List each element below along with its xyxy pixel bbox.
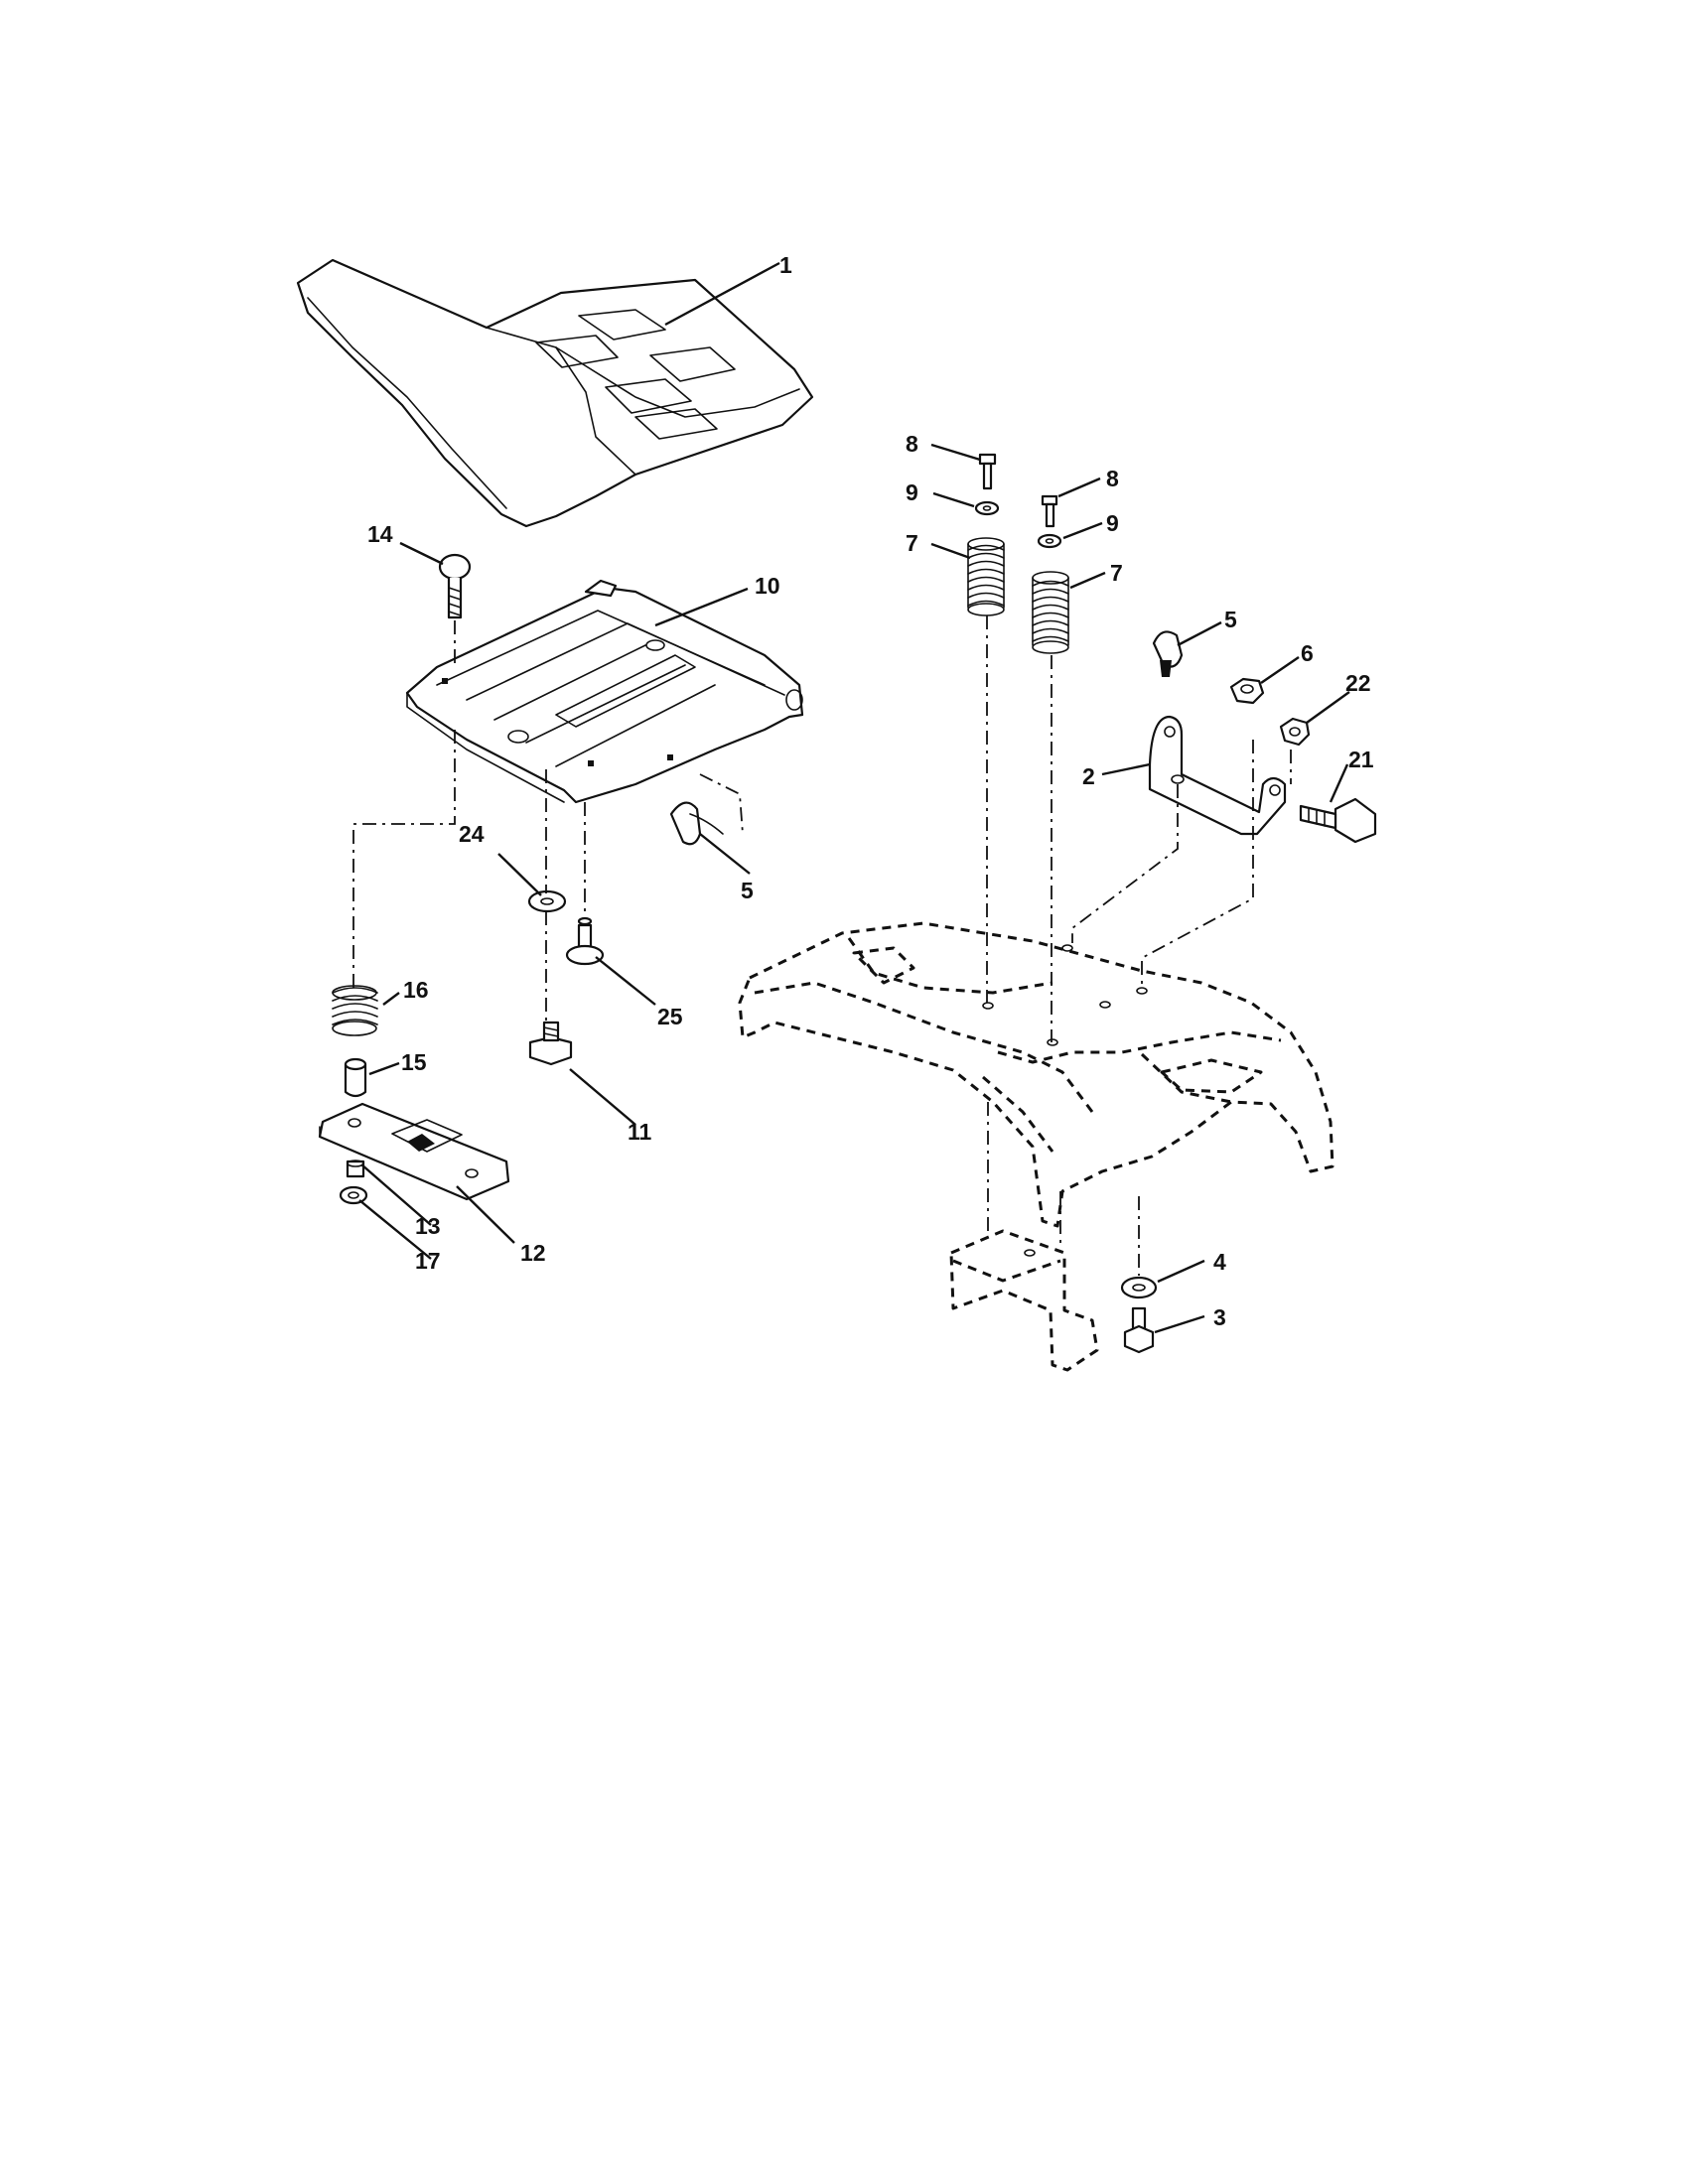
- washer-9-right: [1037, 533, 1062, 549]
- washer-4: [1120, 1276, 1158, 1299]
- hex-bolt-8-right: [1041, 494, 1058, 528]
- callout-9: 9: [906, 479, 918, 505]
- callout-14: 14: [367, 521, 393, 547]
- callout-1: 1: [779, 252, 792, 278]
- callout-4: 4: [1213, 1249, 1226, 1275]
- callout-5: 5: [1224, 607, 1237, 632]
- seat-bracket-12: [318, 1102, 510, 1201]
- callout-8: 8: [906, 431, 918, 457]
- callout-21: 21: [1348, 747, 1374, 772]
- compression-spring-16: [332, 985, 378, 1036]
- hex-nut-22: [1279, 717, 1311, 747]
- callout-5: 5: [741, 878, 754, 903]
- callout-24: 24: [459, 821, 485, 847]
- callout-labels: 1 2 3 4 5 5 6 7 7 8 8 9 9 10 11 12 13 14…: [367, 252, 1374, 1330]
- washer-9-left: [974, 500, 1000, 516]
- callout-2: 2: [1082, 763, 1095, 789]
- seat-grip-pads: [535, 309, 736, 440]
- carriage-bolt: [438, 553, 472, 619]
- callout-12: 12: [520, 1240, 546, 1266]
- locknut-17: [339, 1185, 368, 1205]
- callout-8: 8: [1106, 466, 1119, 491]
- seat: [296, 258, 814, 528]
- callout-13: 13: [415, 1213, 441, 1239]
- callout-3: 3: [1213, 1304, 1226, 1330]
- fender-reference-outline: [738, 921, 1334, 1228]
- seat-pan: [405, 579, 804, 804]
- callout-7: 7: [1110, 560, 1123, 586]
- hex-bolt-8-left: [978, 453, 997, 490]
- compression-spring-7-right: [1032, 571, 1069, 654]
- callout-25: 25: [657, 1004, 683, 1029]
- callout-16: 16: [403, 977, 429, 1003]
- wire-clip-right: [1152, 630, 1184, 677]
- assembly-guide-lines-right: [986, 615, 1292, 1276]
- leader-lines: [358, 261, 1350, 1334]
- washer-24: [527, 889, 567, 913]
- spacer-15: [344, 1057, 367, 1098]
- callout-15: 15: [401, 1049, 427, 1075]
- callout-6: 6: [1301, 640, 1314, 666]
- callout-11: 11: [628, 1119, 652, 1145]
- hex-nut-6: [1229, 677, 1265, 705]
- callout-10: 10: [755, 573, 780, 599]
- callout-7: 7: [906, 530, 918, 556]
- callout-17: 17: [415, 1248, 441, 1274]
- support-bracket-reference: [949, 1229, 1099, 1372]
- callout-22: 22: [1345, 670, 1371, 696]
- nut-13: [346, 1160, 365, 1178]
- assembly-guide-lines-left: [352, 620, 586, 1023]
- shoulder-bolt-25: [565, 916, 605, 966]
- compression-spring-7-left: [967, 537, 1005, 616]
- shoulder-bolt-21: [1299, 797, 1377, 844]
- seat-knob: [528, 1021, 573, 1066]
- hex-bolt-3: [1123, 1306, 1155, 1354]
- seat-adjust-bracket: [1148, 715, 1287, 836]
- callout-9: 9: [1106, 510, 1119, 536]
- wire-clip-left: [669, 773, 744, 846]
